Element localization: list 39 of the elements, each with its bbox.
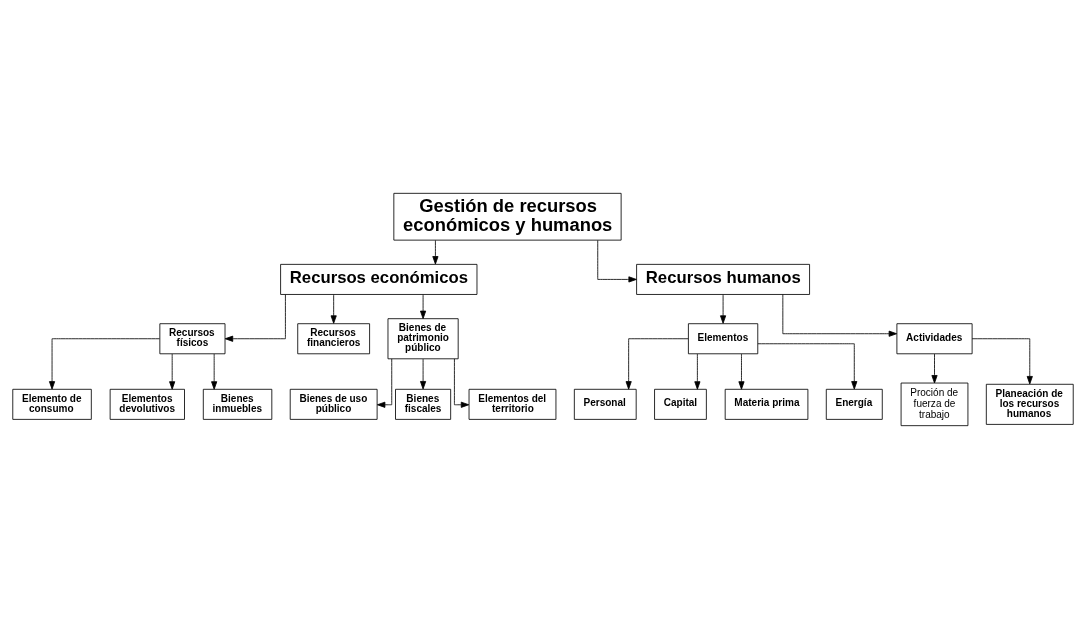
node-box: Elementos (688, 323, 759, 355)
arrow (720, 294, 727, 324)
node-box: Proción de fuerza de trabajo (900, 382, 969, 427)
node-box: Gestión de recursos económicos y humanos (393, 192, 622, 241)
node-box: Elementos devolutivos (109, 388, 185, 420)
arrow (782, 294, 898, 337)
arrow (694, 353, 701, 390)
node-box: Recursos económicos (280, 263, 478, 295)
arrow (330, 294, 337, 324)
node-box: Elemento de consumo (12, 388, 92, 420)
arrow (376, 358, 393, 408)
arrow (738, 353, 745, 390)
arrow (454, 358, 470, 408)
arrow (432, 240, 439, 265)
node-box: Recursos financieros (297, 323, 371, 355)
node-box: Capital (654, 388, 707, 420)
arrow (971, 338, 1033, 385)
arrow (49, 338, 160, 390)
arrow (169, 353, 176, 390)
node-box: Recursos físicos (159, 323, 226, 355)
node-box: Planeación de los recursos humanos (985, 383, 1074, 425)
arrow (625, 338, 689, 390)
node-box: Bienes de uso público (289, 388, 378, 420)
node-box: Recursos humanos (636, 263, 810, 295)
arrow (420, 294, 427, 320)
node-box: Actividades (896, 323, 973, 355)
arrow (597, 240, 637, 283)
node-box: Bienes de patrimonio público (387, 318, 459, 360)
arrow (211, 353, 218, 390)
node-box: Personal (573, 388, 637, 420)
node-box: Bienes fiscales (395, 388, 452, 420)
node-box: Elementos del territorio (468, 388, 557, 420)
node-box: Materia prima (724, 388, 809, 420)
arrow (224, 294, 286, 342)
arrow (420, 358, 427, 390)
arrow (757, 343, 858, 390)
node-box: Bienes inmuebles (202, 388, 273, 420)
node-box: Energía (825, 388, 883, 420)
arrow (931, 353, 938, 384)
